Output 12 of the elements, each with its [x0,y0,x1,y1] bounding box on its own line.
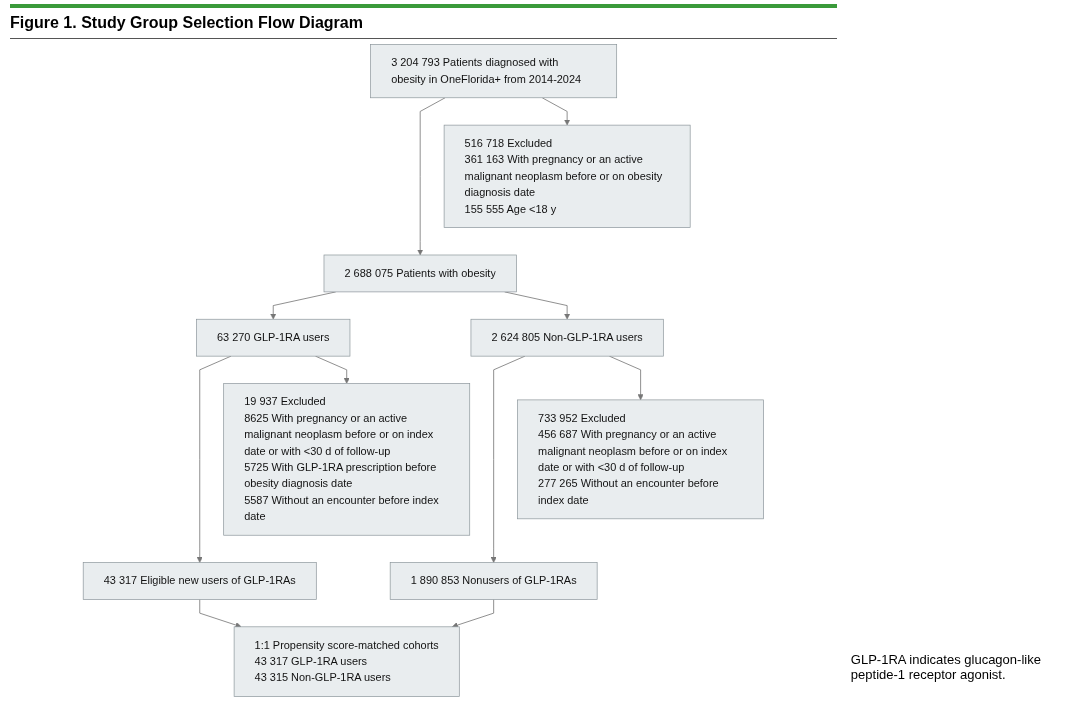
caption: GLP-1RA indicates glucagon-like peptide-1 receptor agonist. [849,652,1042,684]
node-box: 2 688 075 Patients with obesity [323,254,517,293]
node-box: 19 937 Excluded 8625 With pregnancy or an active malignant neoplasm before or on index date or with <30 d of follow-up 5725 With GLP-1RA prescription before obesity diagnosis date 5587 Without an encounter before index date [223,383,471,536]
node-box: 3 204 793 Patients diagnosed with obesity in OneFlorida+ from 2014-2024 [370,44,618,99]
node-box: 2 624 805 Non-GLP-1RA users [470,318,664,357]
figure-title: Figure 1. Study Group Selection Flow Diagram [10,8,837,39]
node-box: 1 890 853 Nonusers of GLP-1RAs [389,562,598,600]
node-box: 733 952 Excluded 456 687 With pregnancy or an active malignant neoplasm before or on index date or with <30 d of follow-up 277 265 Without an encounter before index date [517,399,764,520]
node-box: 516 718 Excluded 361 163 With pregnancy or an active malignant neoplasm before or on obesity diagnosis date 155 555 Age <18 y [443,124,691,228]
node-box: 43 317 Eligible new users of GLP-1RAs [82,562,317,600]
node-box: 63 270 GLP-1RA users [196,318,351,357]
node-box: 1:1 Propensity score-matched cohorts 43 317 GLP-1RA users 43 315 Non-GLP-1RA users [233,626,460,697]
